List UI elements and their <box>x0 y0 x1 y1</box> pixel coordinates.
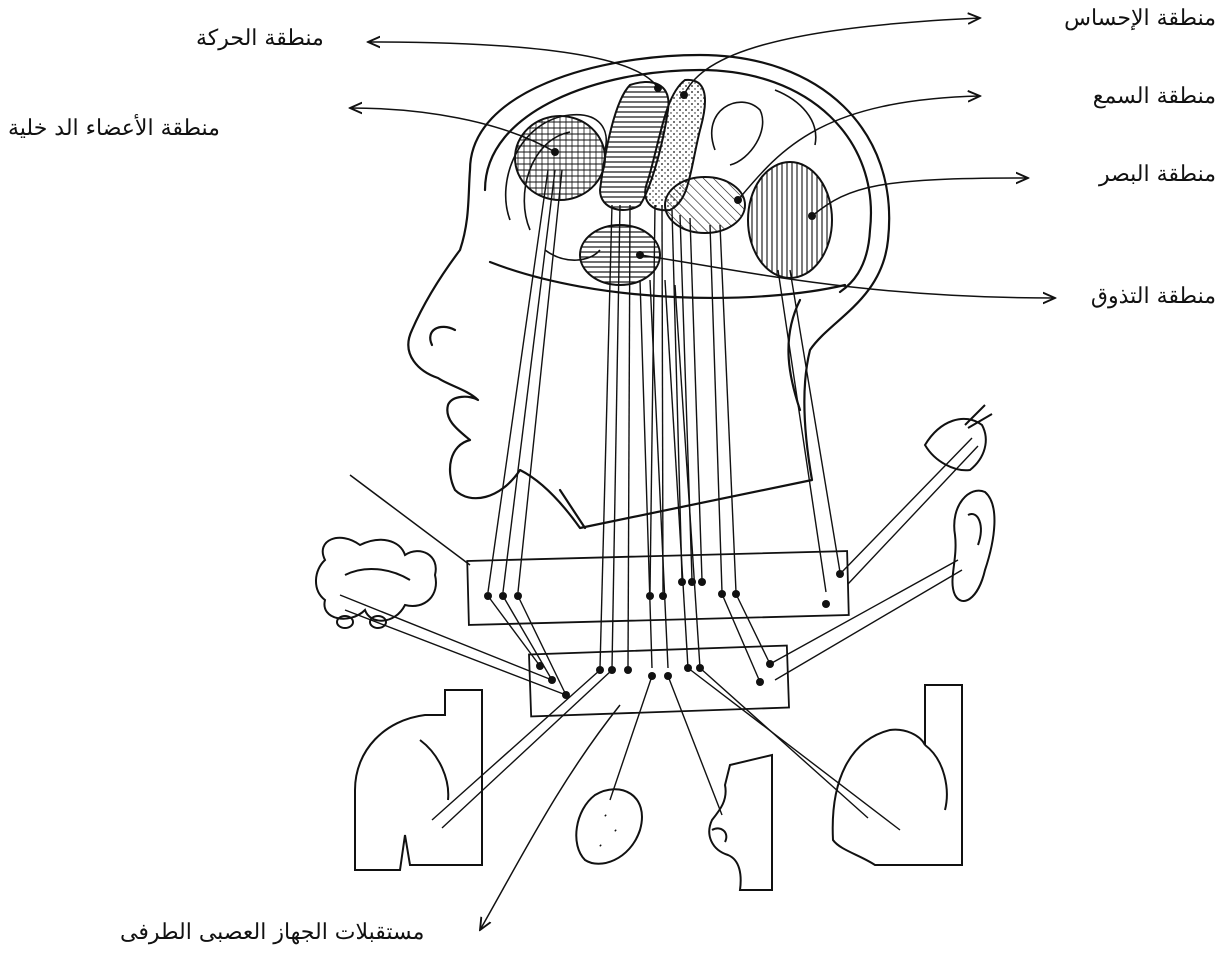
eye-illustration <box>925 419 986 470</box>
taste-area-label: منطقة التذوق <box>1091 286 1216 308</box>
pathway <box>340 595 552 680</box>
nerve <box>488 170 548 592</box>
ear-illustration <box>952 491 994 601</box>
visceral-area-label: منطقة الأعضاء الد خلية <box>8 118 220 140</box>
pathway <box>848 446 978 584</box>
nostril <box>430 327 455 345</box>
tongue-dots <box>600 815 616 846</box>
brain-fold-3 <box>712 102 763 165</box>
pathway <box>722 594 760 682</box>
skin-left-contour <box>420 740 448 800</box>
relay-node <box>624 666 632 674</box>
pathway <box>840 438 972 574</box>
relay-node <box>678 578 686 586</box>
pathway <box>688 668 900 830</box>
nerve <box>640 280 652 668</box>
motor-leader <box>368 42 658 88</box>
nerve <box>778 270 826 592</box>
nerve <box>790 270 840 572</box>
vision-area-label: منطقة البصر <box>1099 164 1216 186</box>
taste-leader <box>640 255 1055 298</box>
nerve <box>710 225 722 592</box>
brain-fold-4 <box>775 90 816 145</box>
hearing-area-label: منطقة السمع <box>1093 86 1216 108</box>
upper-relay-box <box>467 551 849 625</box>
sensation-area-label: منطقة الإحساس <box>1064 8 1216 30</box>
motor-area-label: منطقة الحركة <box>196 28 324 50</box>
vision-region <box>748 162 832 278</box>
relay-node <box>822 600 830 608</box>
intestine-coil <box>345 569 410 580</box>
tongue-illustration <box>576 789 642 864</box>
pathway <box>770 560 958 664</box>
nose-nostril <box>712 828 726 842</box>
pathway <box>736 594 770 664</box>
skin-right-illustration <box>833 685 962 865</box>
peripheral-receptors-label: مستقبلات الجهاز العصبى الطرفى <box>120 922 424 944</box>
relay-node <box>659 592 667 600</box>
pathway <box>488 596 540 666</box>
pathway <box>775 570 962 680</box>
nose-illustration <box>709 755 772 890</box>
relay-node <box>698 578 706 586</box>
nerve <box>720 225 736 592</box>
skin-left-illustration <box>355 690 482 870</box>
hearing-region <box>665 177 745 233</box>
nerve <box>690 218 702 580</box>
relay-node <box>646 592 654 600</box>
lower-relay-box <box>529 646 789 717</box>
nerve <box>672 210 682 580</box>
nerve <box>503 170 555 592</box>
pathway <box>610 676 652 800</box>
neck-line <box>560 490 585 528</box>
nerve <box>518 170 562 592</box>
pathway <box>432 670 600 820</box>
vision-leader <box>812 178 1028 216</box>
receptors-leader <box>480 705 620 930</box>
skin-right-contour <box>925 745 947 810</box>
pathway <box>668 676 722 815</box>
optic-nerve <box>965 405 992 428</box>
relay-node <box>688 578 696 586</box>
nerve <box>650 280 668 668</box>
ear-inner <box>968 514 981 545</box>
intestine-illustration <box>316 538 436 621</box>
pathway <box>503 596 552 680</box>
sensation-leader <box>684 18 980 95</box>
